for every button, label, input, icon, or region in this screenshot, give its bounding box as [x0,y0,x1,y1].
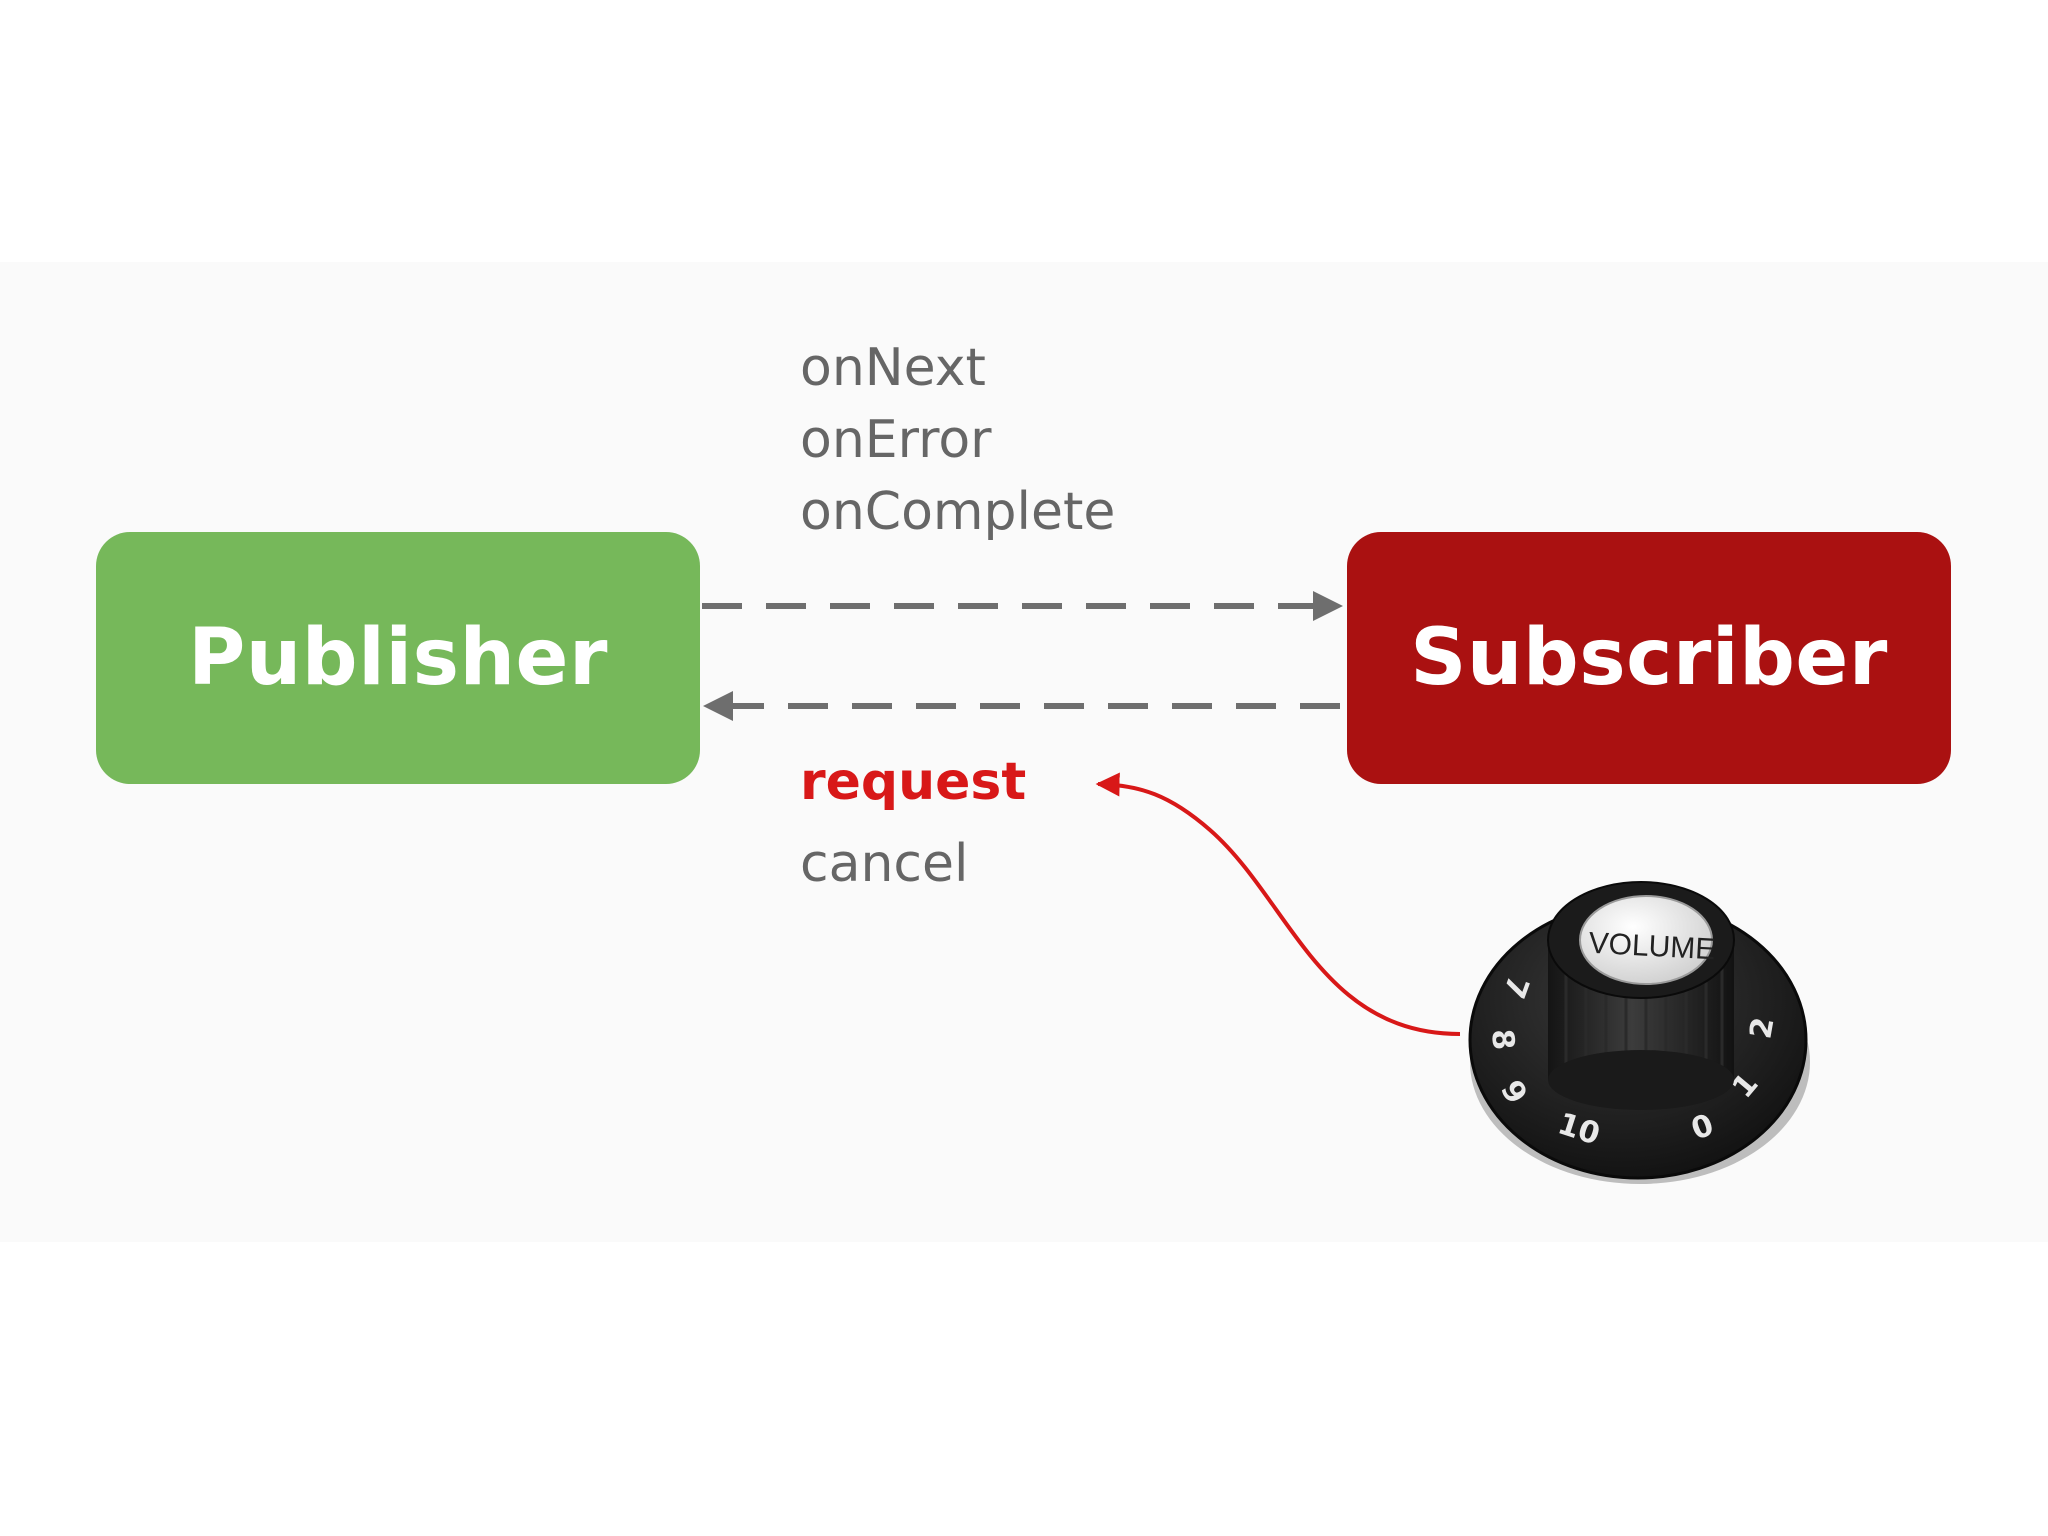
publisher-label: Publisher [188,613,608,703]
knob-number-8: 8 [1484,1028,1521,1052]
volume-knob-icon: 10 0 1 2 9 8 7 VOLUME [1468,881,1810,1184]
signal-onnext: onNext [800,338,986,398]
signal-cancel: cancel [800,834,969,894]
subscriber-label: Subscriber [1410,613,1888,703]
knob-cap-label: VOLUME [1588,927,1716,967]
knob-scale-marks: 10 0 1 2 9 8 7 [1484,971,1781,1152]
signal-oncomplete: onComplete [800,482,1116,542]
request-curve-arrow [1095,772,1461,1036]
signal-onerror: onError [800,410,992,470]
subscriber-box: Subscriber [1347,532,1951,784]
signal-request: request [800,752,1027,812]
publisher-box: Publisher [96,532,700,784]
